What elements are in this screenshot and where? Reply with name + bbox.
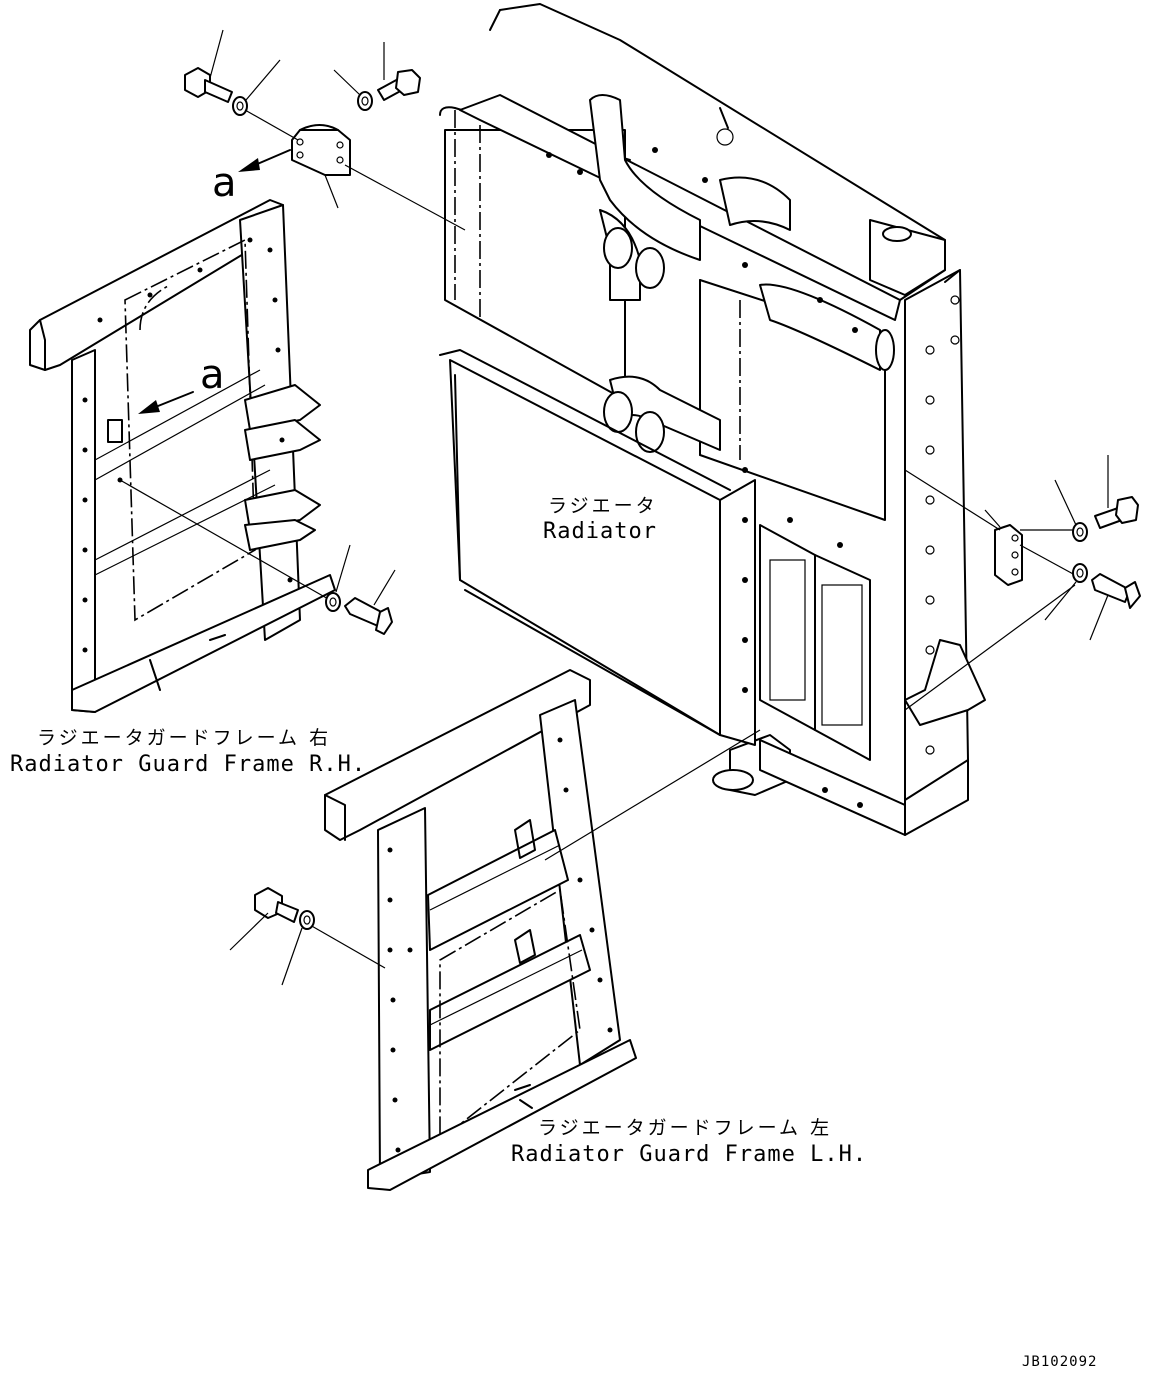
bolt-right-upper [1094, 455, 1139, 529]
bolt-frame-rh [344, 569, 396, 635]
side-bracket-right [904, 469, 1080, 586]
top-mounting-bracket [291, 124, 466, 231]
drawing-code: JB102092 [1022, 1354, 1097, 1370]
rh-frame-holes [82, 237, 293, 653]
lh-frame-holes [387, 737, 613, 1153]
guard-frame-rh: a [29, 199, 336, 713]
washer-top-right [333, 69, 373, 111]
washer-frame-rh [325, 544, 351, 612]
bolt-top-left [184, 29, 233, 103]
label-frame-rh: ラジエータガードフレーム 右 Radiator Guard Frame R.H. [10, 727, 366, 777]
label-radiator-jp: ラジエータ [548, 495, 658, 517]
bolt-frame-lh [229, 887, 299, 951]
label-frame-lh: ラジエータガードフレーム 左 Radiator Guard Frame L.H. [511, 1117, 867, 1167]
washer-frame-lh [281, 910, 315, 986]
detail-arrow-a-top: a [212, 149, 291, 206]
label-frame-rh-jp: ラジエータガードフレーム 右 [37, 727, 331, 749]
guard-frame-lh [309, 669, 761, 1191]
callout-a-top: a [212, 160, 237, 206]
bolt-top-right [377, 42, 421, 101]
coolant-pipes [589, 94, 895, 796]
label-radiator: ラジエータ Radiator [543, 495, 658, 544]
callout-a-frame: a [200, 352, 225, 398]
label-frame-lh-en: Radiator Guard Frame L.H. [511, 1142, 867, 1167]
bolt-right-lower [904, 573, 1141, 711]
label-frame-rh-en: Radiator Guard Frame R.H. [10, 752, 366, 777]
washer-right-upper [1054, 479, 1088, 542]
washer-top-left [232, 59, 299, 141]
radiator-bolt-dots [546, 147, 863, 808]
detail-arrow-a-frame: a [138, 352, 225, 414]
radiator-assembly [439, 3, 986, 836]
label-radiator-en: Radiator [543, 519, 657, 544]
label-frame-lh-jp: ラジエータガードフレーム 左 [538, 1117, 832, 1139]
